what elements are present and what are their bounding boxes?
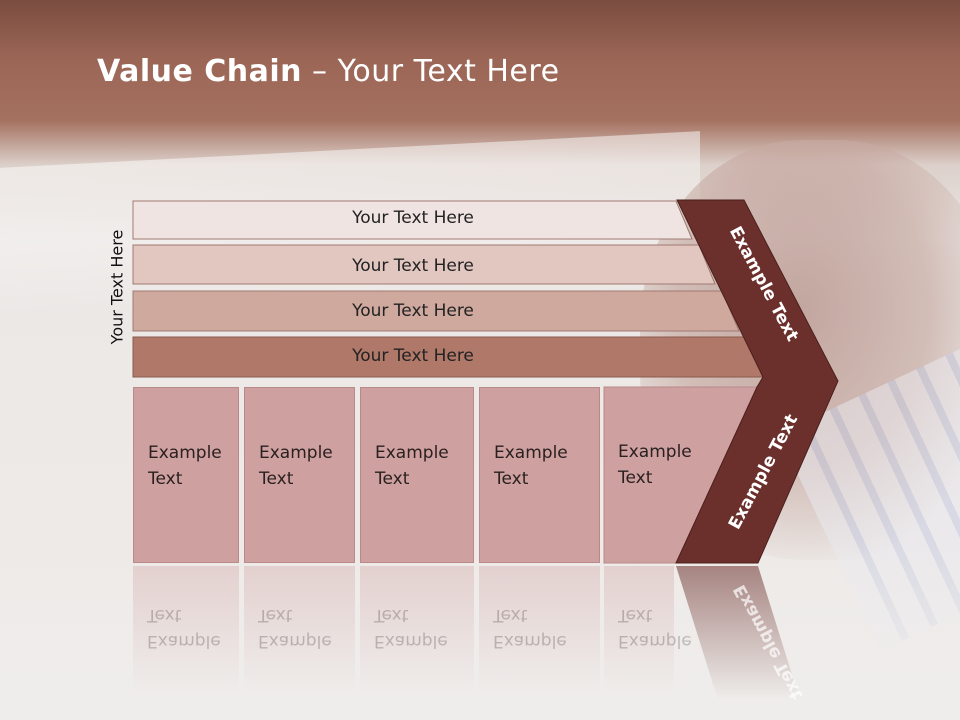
column-2-line1: Example	[259, 443, 333, 463]
bar-4-label: Your Text Here	[352, 346, 474, 366]
chevron-arrow[interactable]	[675, 199, 839, 564]
bottom-fade	[0, 540, 960, 720]
title-bold: Value Chain	[97, 54, 303, 89]
column-3-line2: Text	[375, 469, 410, 489]
column-4-line2: Text	[494, 469, 529, 489]
column-4-line1: Example	[494, 443, 568, 463]
bar-2-label: Your Text Here	[352, 256, 474, 276]
slide-title[interactable]: Value Chain – Your Text Here	[97, 54, 560, 89]
column-1-line1: Example	[148, 443, 222, 463]
column-5-line1: Example	[618, 442, 692, 462]
bar-2[interactable]	[132, 244, 716, 285]
column-3-line1: Example	[375, 443, 449, 463]
bar-3-label: Your Text Here	[352, 301, 474, 321]
column-5-line2: Text	[618, 468, 653, 488]
title-rest: – Your Text Here	[302, 54, 560, 89]
bar-1[interactable]	[132, 200, 693, 240]
bar-3[interactable]	[132, 290, 740, 332]
bar-1-label: Your Text Here	[352, 208, 474, 228]
column-1-line2: Text	[148, 469, 183, 489]
column-2-line2: Text	[259, 469, 294, 489]
chevron-reflection	[676, 566, 800, 700]
